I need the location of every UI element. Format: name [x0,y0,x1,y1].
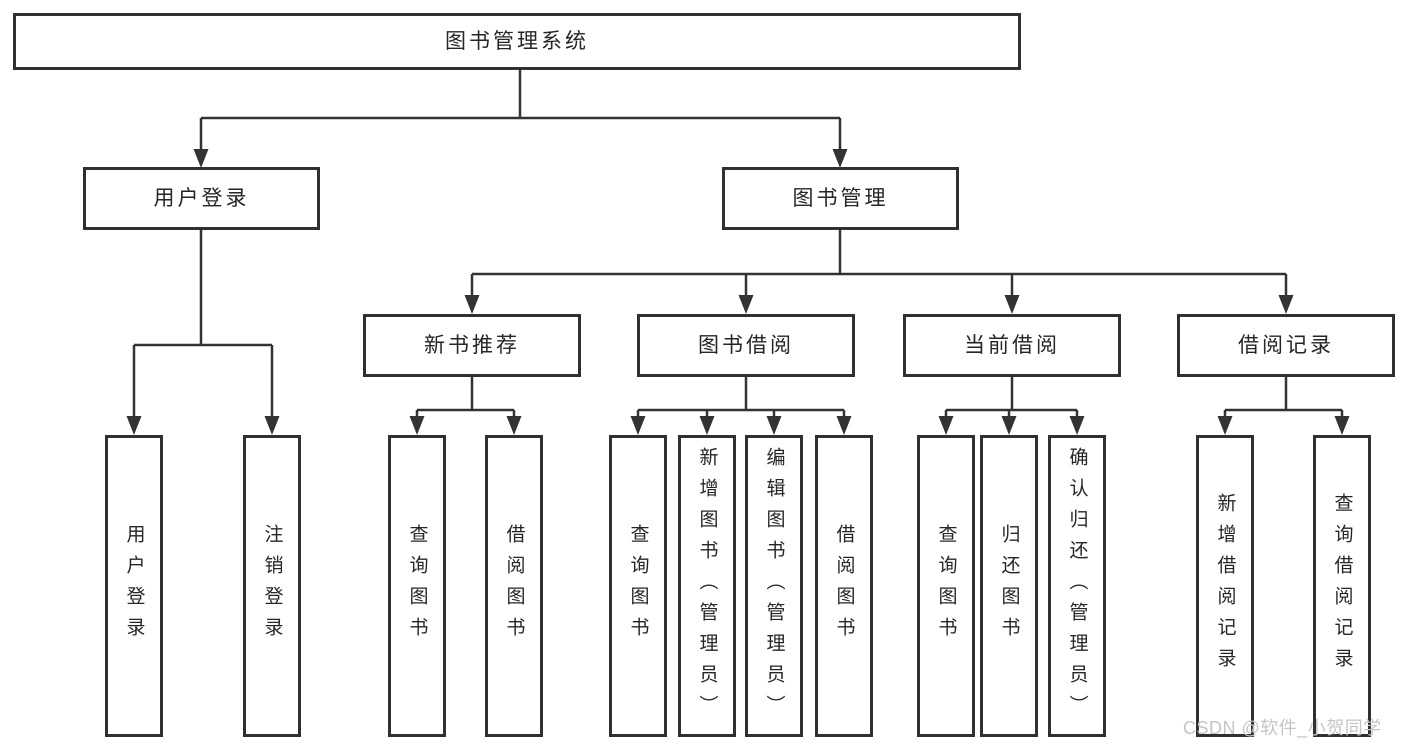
leaf-add-borrow-record-label: 新增借阅记录 [1214,493,1236,679]
leaf-edit-book-admin-label: 编辑图书（管理员） [763,446,785,726]
watermark: CSDN @软件_小贺同学 [1183,718,1382,738]
leaf-borrow-books-recommend: 借阅图书 [485,435,543,737]
node-book-management: 图书管理 [722,167,959,230]
leaf-query-books-borrow-label: 查询图书 [627,524,649,648]
node-new-book-recommend: 新书推荐 [363,314,581,377]
node-user-login-label: 用户登录 [153,186,250,210]
node-book-management-label: 图书管理 [792,186,889,210]
leaf-query-books-recommend: 查询图书 [388,435,446,737]
node-user-login: 用户登录 [83,167,320,230]
leaf-query-books-recommend-label: 查询图书 [406,524,428,648]
leaf-query-books-current: 查询图书 [917,435,975,737]
leaf-return-books: 归还图书 [980,435,1038,737]
leaf-query-books-current-label: 查询图书 [935,524,957,648]
node-book-borrow: 图书借阅 [637,314,855,377]
leaf-add-book-admin-label: 新增图书（管理员） [696,446,718,726]
leaf-confirm-return-admin-label: 确认归还（管理员） [1066,446,1088,726]
leaf-query-books-borrow: 查询图书 [609,435,667,737]
node-borrow-records-label: 借阅记录 [1238,333,1334,357]
node-borrow-records: 借阅记录 [1177,314,1395,377]
node-root: 图书管理系统 [13,13,1021,70]
node-new-book-recommend-label: 新书推荐 [424,333,520,357]
leaf-confirm-return-admin: 确认归还（管理员） [1048,435,1106,737]
node-current-borrow: 当前借阅 [903,314,1121,377]
leaf-add-borrow-record: 新增借阅记录 [1196,435,1254,737]
leaf-query-borrow-record: 查询借阅记录 [1313,435,1371,737]
node-root-label: 图书管理系统 [445,29,589,53]
node-current-borrow-label: 当前借阅 [964,333,1060,357]
leaf-query-borrow-record-label: 查询借阅记录 [1331,493,1353,679]
leaf-logout: 注销登录 [243,435,301,737]
leaf-logout-label: 注销登录 [261,524,283,648]
leaf-borrow-books-recommend-label: 借阅图书 [503,524,525,648]
leaf-edit-book-admin: 编辑图书（管理员） [745,435,803,737]
leaf-add-book-admin: 新增图书（管理员） [678,435,736,737]
leaf-borrow-books: 借阅图书 [815,435,873,737]
leaf-borrow-books-label: 借阅图书 [833,524,855,648]
node-book-borrow-label: 图书借阅 [698,333,794,357]
leaf-return-books-label: 归还图书 [998,524,1020,648]
leaf-user-login-label: 用户登录 [123,524,145,648]
leaf-user-login: 用户登录 [105,435,163,737]
